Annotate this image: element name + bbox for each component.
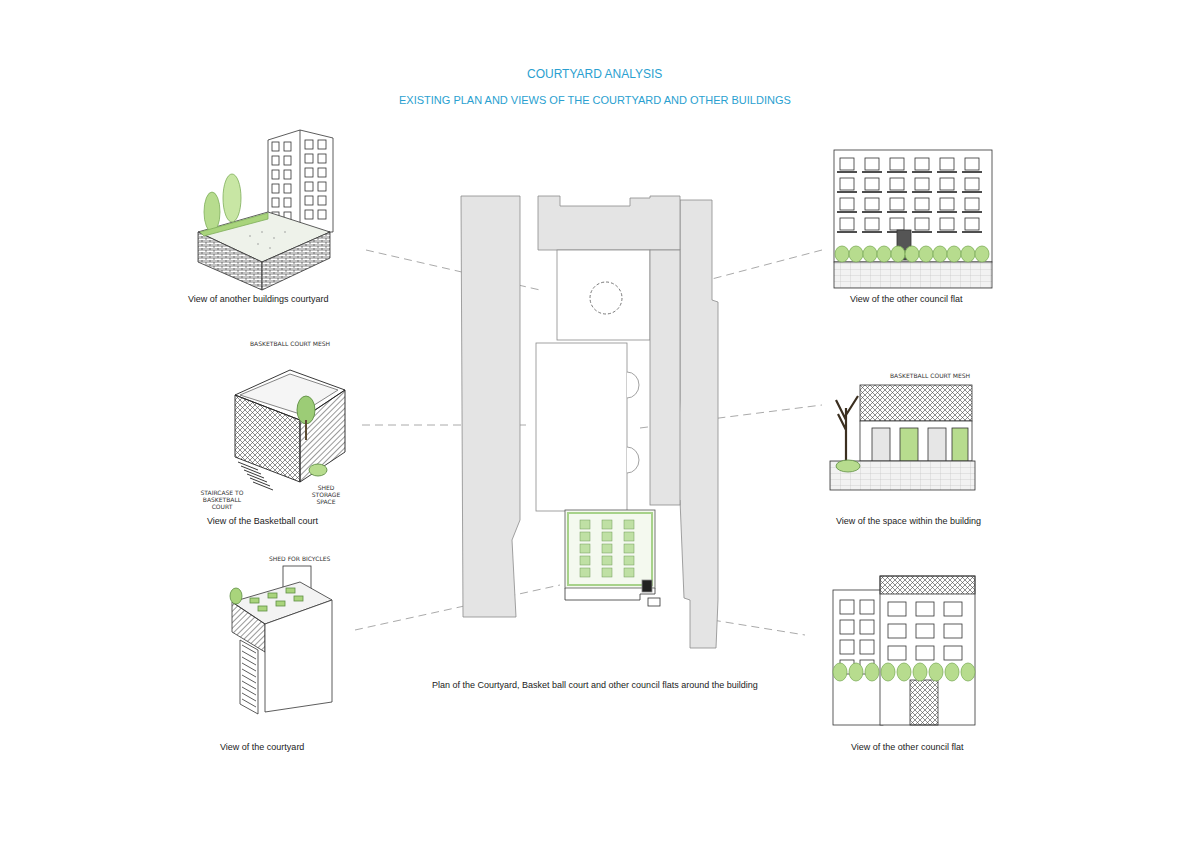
sketch-annotation: STAIRCASE TO BASKETBALL COURT: [191, 488, 253, 512]
view-caption: View of the courtyard: [220, 742, 304, 753]
sheet-title: COURTYARD ANALYSIS: [527, 67, 662, 81]
basketball-court-sketch: [235, 370, 345, 490]
courtyard-roof-sketch: [230, 566, 332, 714]
sketch-annotation: BASKETBALL COURT MESH: [888, 371, 972, 380]
view-caption: View of the space within the building: [836, 516, 981, 527]
sketch-annotation: BASKETBALL COURT MESH: [248, 339, 332, 348]
facade-sketch-2: [833, 576, 975, 725]
sketch-annotation: SHED STORAGE SPACE: [304, 483, 348, 507]
site-plan: [461, 196, 718, 648]
view-caption: View of the other council flat: [851, 742, 963, 753]
view-caption: View of another buildings courtyard: [188, 294, 328, 305]
sheet-subtitle: EXISTING PLAN AND VIEWS OF THE COURTYARD…: [399, 94, 791, 107]
sketch-annotation: SHED FOR BICYCLES: [267, 554, 332, 563]
view-caption: View of the Basketball court: [207, 516, 318, 527]
plan-caption: Plan of the Courtyard, Basket ball court…: [432, 680, 758, 691]
leader-lines: [355, 250, 822, 635]
view-caption: View of the other council flat: [850, 294, 962, 305]
facade-sketch: [834, 150, 992, 288]
courtyard-sketch: [198, 130, 333, 290]
inner-space-sketch: [830, 385, 975, 490]
